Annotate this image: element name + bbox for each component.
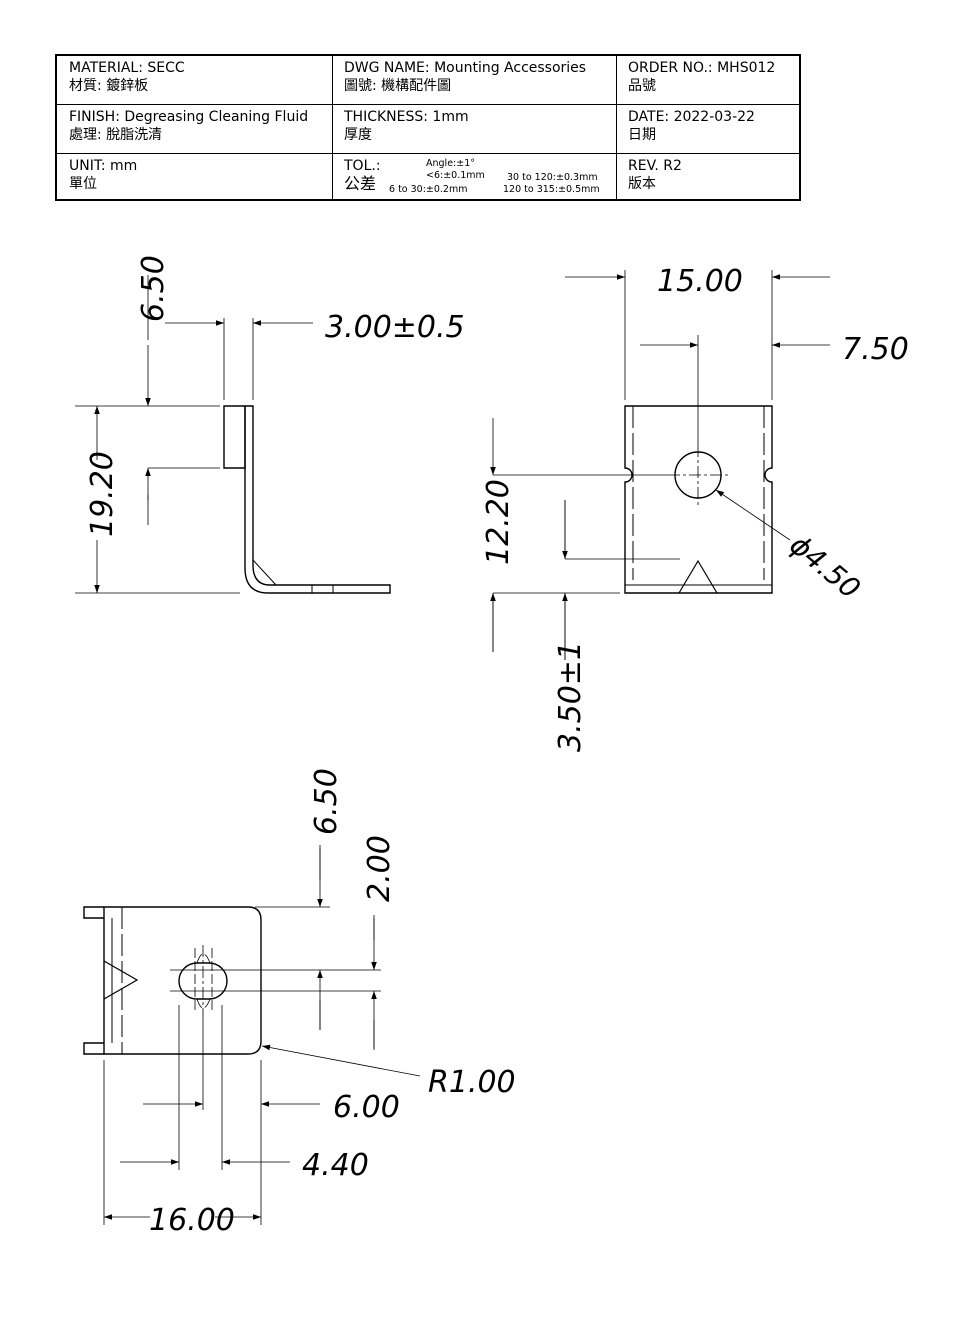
date-label-cn: 日期: [628, 127, 656, 143]
front-view-hidden-lines: [632, 406, 765, 580]
tolerance-cell: TOL.: 公差 Angle:±1° <6:±0.1mm 6 to 30:±0.…: [332, 154, 616, 201]
rev-label-cn: 版本: [628, 176, 656, 192]
order-no-cell: ORDER NO.: MHS012 品號: [616, 56, 801, 95]
title-block-divider: [57, 104, 799, 105]
rev-label: REV. R2: [628, 158, 682, 174]
dim-front-750: 7.50: [842, 332, 909, 367]
dim-front-350: 3.50±1: [553, 641, 588, 752]
front-view-dimension-lines: [490, 274, 830, 660]
material-label: MATERIAL: SECC: [69, 60, 185, 76]
title-block-divider: [57, 153, 799, 154]
dwg-name-cell: DWG NAME: Mounting Accessories 圖號: 機構配件圖: [332, 56, 616, 95]
unit-label: UNIT: mm: [69, 158, 138, 174]
finish-cell: FINISH: Degreasing Cleaning Fluid 處理: 脫脂…: [57, 105, 332, 144]
front-view: [490, 270, 830, 660]
side-view: [75, 275, 391, 594]
tolerance-30to120: 30 to 120:±0.3mm: [507, 172, 598, 183]
date-label: DATE: 2022-03-22: [628, 109, 755, 125]
tolerance-label: TOL.:: [344, 158, 381, 174]
finish-label: FINISH: Degreasing Cleaning Fluid: [69, 109, 309, 125]
dwg-name-label-cn: 圖號: 機構配件圖: [344, 78, 452, 94]
tolerance-120to315: 120 to 315:±0.5mm: [503, 184, 600, 195]
unit-label-cn: 單位: [69, 176, 97, 192]
tolerance-angle: Angle:±1°: [426, 158, 475, 169]
side-view-extension-lines: [75, 275, 254, 594]
tolerance-6to30: 6 to 30:±0.2mm: [389, 184, 468, 195]
bottom-view-part-outline: [83, 906, 262, 1055]
date-cell: DATE: 2022-03-22 日期: [616, 105, 801, 144]
bottom-view-dimension-lines: [104, 848, 421, 1220]
dim-bottom-r100: R1.00: [428, 1065, 516, 1100]
dim-bottom-650: 6.50: [309, 768, 344, 835]
dim-front-hole-diameter: ϕ4.50: [784, 528, 867, 605]
rev-cell: REV. R2 版本: [616, 154, 801, 193]
bottom-view: [83, 845, 421, 1225]
bottom-view-centerlines: [170, 945, 381, 1017]
dim-bottom-200: 2.00: [362, 835, 397, 902]
dim-bottom-600: 6.00: [333, 1090, 400, 1125]
thickness-label: THICKNESS: 1mm: [344, 109, 469, 125]
tolerance-lt6: <6:±0.1mm: [426, 170, 485, 181]
title-block-divider: [332, 56, 333, 199]
tolerance-label-cn: 公差: [344, 174, 377, 193]
front-view-centerlines: [668, 445, 728, 505]
dim-front-1500: 15.00: [657, 264, 743, 299]
bottom-view-slot-hidden: [194, 948, 213, 1012]
title-block-divider: [616, 56, 617, 199]
finish-label-cn: 處理: 脫脂洗清: [69, 127, 163, 143]
dim-side-1920: 19.20: [85, 451, 120, 537]
dim-front-1220: 12.20: [481, 479, 516, 565]
order-no-label-cn: 品號: [628, 78, 656, 94]
order-no-label: ORDER NO.: MHS012: [628, 60, 776, 76]
thickness-cell: THICKNESS: 1mm 厚度: [332, 105, 616, 144]
front-view-part-outline: [624, 405, 773, 594]
title-block: MATERIAL: SECC 材質: 鍍鋅板 DWG NAME: Mountin…: [55, 54, 801, 201]
dim-bottom-440: 4.40: [302, 1148, 369, 1183]
dim-bottom-1600: 16.00: [149, 1203, 235, 1238]
thickness-label-cn: 厚度: [344, 127, 372, 143]
material-cell: MATERIAL: SECC 材質: 鍍鋅板: [57, 56, 332, 95]
side-view-dimension-lines: [94, 320, 313, 593]
unit-cell: UNIT: mm 單位: [57, 154, 332, 193]
dim-side-650: 6.50: [136, 255, 171, 322]
side-view-part-outline: [223, 405, 391, 594]
material-label-cn: 材質: 鍍鋅板: [69, 78, 149, 94]
dwg-name-label: DWG NAME: Mounting Accessories: [344, 60, 587, 76]
dim-side-300: 3.00±0.5: [325, 310, 465, 345]
